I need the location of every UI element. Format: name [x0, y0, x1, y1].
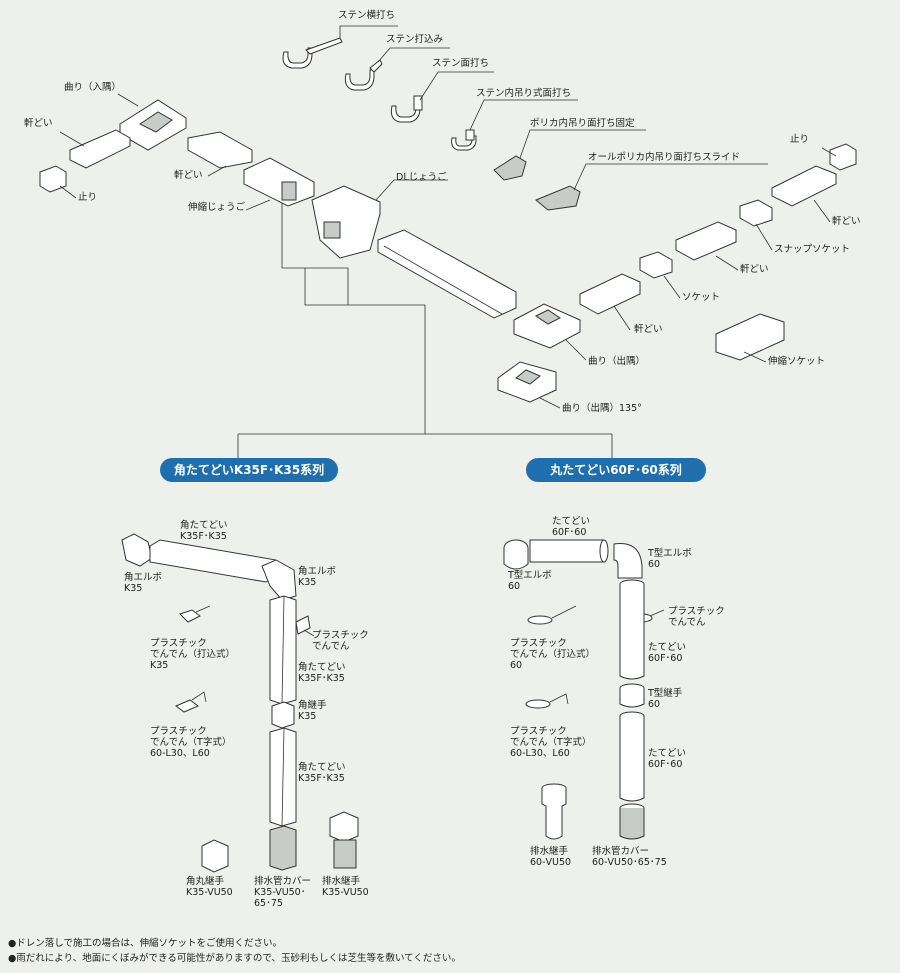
- sq-tatedoi-horizontal: [149, 539, 277, 583]
- bracket-sten-uchikomi: [344, 59, 383, 91]
- gutter-shinshuku-jougo: [243, 157, 315, 207]
- rd-tatedoi-horizontal: [529, 539, 609, 563]
- note-1: ●ドレン落しで施工の場合は、伸縮ソケットをご使用ください。: [8, 938, 283, 949]
- sq-haisui-cover: [269, 825, 297, 871]
- sq-label-dende-t: プラスチックでんでん（T字式）60-L30、L60: [150, 726, 232, 759]
- label-shinshuku-jougo: 伸縮じょうご: [188, 202, 246, 213]
- gutter-tomari-right: [829, 143, 857, 171]
- gutter-nokidoi-mid: [187, 131, 253, 169]
- gutter-nokidoi-r3: [579, 273, 641, 315]
- label-nokidoi-4: 軒どい: [740, 264, 769, 275]
- sq-kaku-elbo-left: [121, 533, 153, 567]
- label-sten-yoko: ステン横打ち: [338, 10, 396, 21]
- label-snap-socket: スナップソケット: [774, 244, 851, 255]
- label-magari-de: 曲り（出隅）: [588, 356, 646, 367]
- sq-label-dende-uchikomi: プラスチックでんでん（打込式）K35: [150, 638, 236, 671]
- sq-kakumaru-tsugite: [201, 839, 229, 873]
- label-sten-men: ステン面打ち: [432, 58, 490, 69]
- gutter-socket: [639, 251, 673, 279]
- series-square-pill: 角たてどいK35F･K35系列: [160, 458, 338, 482]
- rd-haisui-cover: [619, 803, 645, 840]
- bracket-sten-naizuri: [451, 129, 477, 151]
- bracket-sten-yoko: [282, 37, 343, 69]
- gutter-nokidoi-r1: [771, 165, 837, 207]
- gutter-shinshuku-socket: [715, 313, 785, 361]
- label-sten-naizuri: ステン内吊り式面打ち: [476, 88, 572, 99]
- rd-dende-uchikomi: [527, 605, 577, 625]
- gutter-long: [377, 229, 517, 319]
- gutter-corner-135: [497, 361, 557, 403]
- sq-label-dende-right: プラスチックでんでん: [312, 630, 369, 652]
- sq-tatedoi-vertical-2: [269, 727, 297, 827]
- label-nokidoi-2: 軒どい: [174, 170, 203, 181]
- sq-tatedoi-vertical-1: [269, 595, 297, 705]
- label-nokidoi-3: 軒どい: [832, 216, 861, 227]
- bracket-porika-naizuri: [493, 155, 527, 181]
- label-tomari-1: 止り: [78, 192, 98, 203]
- sq-dende-t: [175, 691, 207, 713]
- bracket-sten-men: [390, 95, 423, 123]
- rd-label-dende-t: プラスチックでんでん（T字式）60-L30、L60: [510, 726, 592, 759]
- rd-tatedoi-vertical-1: [619, 579, 645, 680]
- rd-t-elbo-right: [613, 542, 643, 579]
- gutter-nokidoi-left: [69, 129, 131, 169]
- sq-kaku-elbo-right: [261, 559, 297, 601]
- label-shinshuku-socket: 伸縮ソケット: [768, 356, 826, 367]
- gutter-snap-socket: [739, 199, 773, 227]
- sq-dende-uchikomi: [179, 605, 211, 623]
- gutter-corner-outer: [513, 303, 581, 349]
- note-2: ●雨だれにより、地面にくぼみができる可能性がありますので、玉砂利もしくは芝生等を…: [8, 953, 461, 964]
- series-round-pill: 丸たてどい60F･60系列: [526, 458, 706, 482]
- label-nokidoi-5: 軒どい: [634, 324, 663, 335]
- rd-haisui-tsugite: [541, 783, 567, 840]
- label-socket: ソケット: [682, 292, 721, 303]
- label-tomari-2: 止り: [790, 134, 810, 145]
- sq-haisui-tsugite: [329, 811, 359, 869]
- bracket-all-porika: [535, 185, 581, 211]
- rd-tatedoi-vertical-2: [619, 711, 645, 802]
- label-magari-iri: 曲り（入隅）: [64, 82, 122, 93]
- label-all-porika: オールポリカ内吊り面打ちスライド: [588, 152, 741, 163]
- label-porika-naizuri: ポリカ内吊り面打ち固定: [530, 118, 635, 129]
- rd-t-elbo-left: [503, 539, 529, 570]
- rd-t-tsugite: [619, 683, 645, 708]
- label-dl-jougo: DLじょうご: [396, 172, 447, 183]
- sq-dende-right: [295, 615, 315, 637]
- label-nokidoi-1: 軒どい: [24, 118, 53, 129]
- sq-kaku-tsugite: [271, 701, 295, 729]
- rd-label-dende-right: プラスチックでんでん: [668, 606, 725, 628]
- rd-dende-t: [525, 693, 569, 709]
- gutter-dl-jougo: [311, 185, 381, 259]
- gutter-tomari-left: [39, 165, 67, 193]
- label-magari-de-135: 曲り（出隅）135°: [562, 403, 642, 414]
- gutter-nokidoi-r2: [675, 221, 737, 261]
- label-sten-uchikomi: ステン打込み: [386, 34, 444, 45]
- rd-label-dende-uchikomi: プラスチックでんでん（打込式）60: [510, 638, 596, 671]
